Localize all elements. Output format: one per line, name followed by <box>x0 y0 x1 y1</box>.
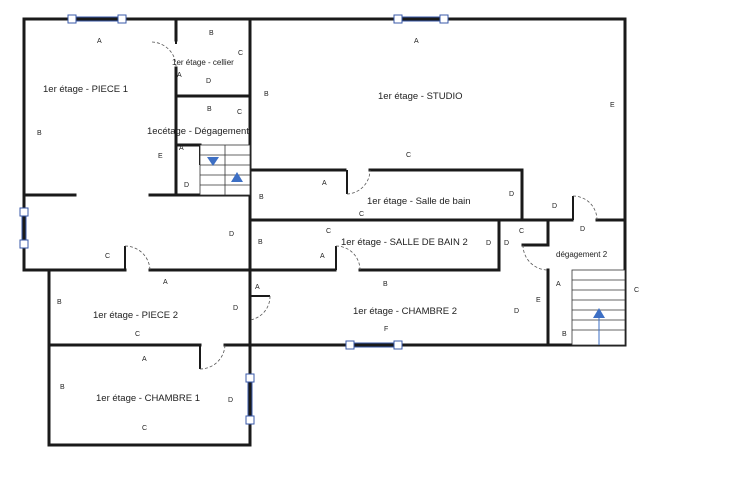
door-deg2-top <box>572 195 598 221</box>
wall-label: A <box>177 72 182 79</box>
wall-label: C <box>519 228 524 235</box>
door-sdb2 <box>335 245 361 271</box>
windows <box>19 14 449 425</box>
wall-label: B <box>60 384 65 391</box>
wall-label: D <box>580 226 585 233</box>
room-label-degagement-2: dégagement 2 <box>556 250 608 259</box>
room-label-cellier: 1er étage - cellier <box>172 58 234 67</box>
wall-label: C <box>135 331 140 338</box>
wall-label: B <box>562 331 567 338</box>
wall-label: D <box>228 397 233 404</box>
wall-label: A <box>320 253 325 260</box>
room-label-piece1: 1er étage - PIECE 1 <box>43 84 128 95</box>
stair-arrow-up-icon-2 <box>593 308 605 318</box>
wall-label: D <box>233 305 238 312</box>
wall-label: C <box>406 152 411 159</box>
wall-label: B <box>258 239 263 246</box>
wall-label: C <box>634 287 639 294</box>
wall-label: C <box>238 50 243 57</box>
door-cellier <box>151 40 177 67</box>
wall-label: C <box>359 211 364 218</box>
wall-label: D <box>206 78 211 85</box>
wall-label: B <box>207 106 212 113</box>
wall-label: D <box>514 308 519 315</box>
door-piece2 <box>124 245 151 271</box>
wall-label: A <box>414 38 419 45</box>
wall-label: D <box>229 231 234 238</box>
wall-label: B <box>383 281 388 288</box>
stair-arrow-up-icon <box>231 172 243 182</box>
door-sdb <box>346 169 371 195</box>
room-label-piece2: 1er étage - PIECE 2 <box>93 310 178 321</box>
wall-label: F <box>384 326 388 333</box>
wall-label: D <box>486 240 491 247</box>
wall-label: C <box>326 228 331 235</box>
wall-label: B <box>259 194 264 201</box>
room-labels: 1er étage - PIECE 1 1er étage - cellier … <box>43 58 608 404</box>
wall-label: A <box>163 279 168 286</box>
wall-label: A <box>142 356 147 363</box>
wall-label: D <box>552 203 557 210</box>
wall-label: D <box>184 182 189 189</box>
wall-label: B <box>264 91 269 98</box>
wall-label: A <box>322 180 327 187</box>
stairs-degagement2 <box>571 269 626 346</box>
outer-wall <box>22 17 627 447</box>
wall-label: C <box>105 253 110 260</box>
room-label-chambre1: 1er étage - CHAMBRE 1 <box>96 393 200 404</box>
wall-label: D <box>509 191 514 198</box>
window-top-left <box>67 14 127 24</box>
door-chambre2 <box>249 295 271 321</box>
walls <box>22 17 627 447</box>
room-label-chambre2: 1er étage - CHAMBRE 2 <box>353 306 457 317</box>
wall-label: A <box>179 145 184 152</box>
wall-label: A <box>255 284 260 291</box>
stair-arrow-down-icon <box>207 157 219 166</box>
door-deg2-left <box>522 244 549 271</box>
wall-label: E <box>536 297 541 304</box>
window-left-wall <box>19 207 29 249</box>
window-bottom-chambre2 <box>345 340 403 350</box>
room-label-studio: 1er étage - STUDIO <box>378 91 462 102</box>
window-top-studio <box>393 14 449 24</box>
wall-label: A <box>556 281 561 288</box>
room-label-salle-de-bain: 1er étage - Salle de bain <box>367 196 471 207</box>
stairs-degagement <box>199 144 251 196</box>
room-label-salle-de-bain-2: 1er étage - SALLE DE BAIN 2 <box>341 237 468 248</box>
doors <box>124 40 598 370</box>
wall-label: C <box>237 109 242 116</box>
door-chambre1 <box>199 344 226 370</box>
wall-label: B <box>37 130 42 137</box>
wall-label: E <box>610 102 615 109</box>
window-chambre1-right <box>245 373 255 425</box>
wall-label: E <box>158 153 163 160</box>
wall-label: A <box>97 38 102 45</box>
wall-label: B <box>57 299 62 306</box>
wall-label: D <box>504 240 509 247</box>
wall-labels: A B E B C A D B C A D A B E C D A B C D … <box>37 30 639 432</box>
wall-label: B <box>209 30 214 37</box>
room-label-degagement: 1ecétage - Dégagement <box>147 126 249 137</box>
wall-label: C <box>142 425 147 432</box>
